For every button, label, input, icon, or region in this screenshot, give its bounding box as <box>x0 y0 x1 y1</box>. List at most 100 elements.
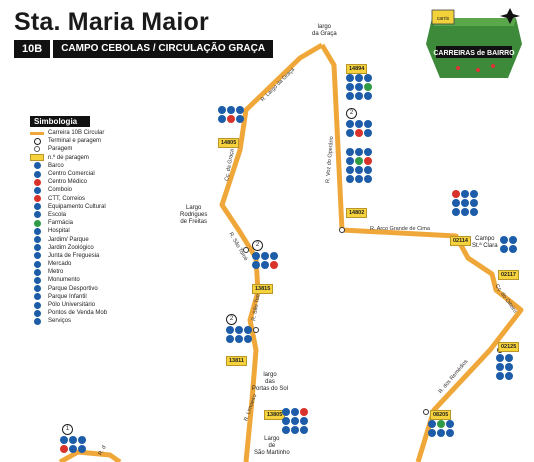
poi-icon <box>270 261 278 269</box>
poi-icon <box>244 326 252 334</box>
poi-icon <box>355 74 363 82</box>
poi-icon <box>78 436 86 444</box>
legend-title: Simbologia <box>30 116 90 127</box>
legend-item: Centro Comercial <box>30 170 170 178</box>
legend-symbol-icon <box>30 236 44 244</box>
legend-item: Centro Médico <box>30 178 170 186</box>
legend-symbol-icon <box>30 203 44 211</box>
legend-item: Pólo Universitário <box>30 301 170 309</box>
legend-symbol-icon <box>30 268 44 276</box>
poi-icon <box>252 261 260 269</box>
legend-symbol-icon <box>30 178 44 186</box>
stop-marker[interactable] <box>253 327 259 333</box>
poi-icon <box>69 445 77 453</box>
legend-symbol-icon <box>30 244 44 252</box>
poi-icon <box>452 208 460 216</box>
legend-label: n.º de paragem <box>48 154 89 161</box>
stop-code[interactable]: 13815 <box>252 284 274 294</box>
stop-code[interactable]: 14805 <box>218 138 240 148</box>
legend-item: Carreira 10B Circular <box>30 129 170 137</box>
poi-icon <box>291 408 299 416</box>
stop-marker[interactable] <box>339 227 345 233</box>
legend-symbol-icon <box>30 309 44 317</box>
stop-code[interactable]: 02117 <box>498 270 519 280</box>
poi-icon <box>364 74 372 82</box>
poi-icon <box>291 417 299 425</box>
stop-code[interactable]: 02125 <box>498 342 520 352</box>
legend-symbol-icon <box>30 195 44 203</box>
legend-symbol-icon <box>30 293 44 301</box>
stop-code[interactable]: 14894 <box>346 64 368 74</box>
legend-item: n.º de paragem <box>30 154 170 162</box>
poi-icon <box>428 420 436 428</box>
poi-icon <box>452 199 460 207</box>
poi-icon <box>346 157 354 165</box>
poi-icon <box>496 354 504 362</box>
legend-label: Metro <box>48 269 64 276</box>
legend-label: Comboio <box>48 187 73 194</box>
route-bar: 10B CAMPO CEBOLAS / CIRCULAÇÃO GRAÇA <box>14 40 274 58</box>
legend-symbol-icon <box>30 301 44 309</box>
poi-icon <box>355 120 363 128</box>
poi-icon <box>496 363 504 371</box>
legend-label: Jardim/ Parque <box>48 236 89 243</box>
legend-symbol-icon <box>30 260 44 268</box>
poi-icon <box>270 252 278 260</box>
poi-icon <box>355 166 363 174</box>
stop-marker[interactable] <box>243 247 249 253</box>
legend-item: Barco <box>30 162 170 170</box>
poi-icon <box>364 157 372 165</box>
poi-icon <box>346 129 354 137</box>
poi-icon <box>346 120 354 128</box>
poi-icons <box>218 106 244 123</box>
poi-icon <box>291 426 299 434</box>
poi-icon <box>437 420 445 428</box>
stop-code[interactable]: 02114 <box>450 236 471 246</box>
stop-code[interactable]: 13811 <box>226 356 247 366</box>
poi-icon <box>500 245 508 253</box>
poi-icon <box>282 426 290 434</box>
poi-icons <box>60 436 86 453</box>
poi-icons <box>252 252 278 269</box>
legend-item: Mercado <box>30 260 170 268</box>
legend-symbol-icon <box>30 211 44 219</box>
legend-symbol-icon <box>30 186 44 194</box>
poi-icon <box>364 166 372 174</box>
stop-code[interactable]: 14802 <box>346 208 368 218</box>
poi-icon <box>60 436 68 444</box>
circle-number: 2 <box>226 314 237 325</box>
stop-marker[interactable] <box>423 409 429 415</box>
poi-icon <box>235 335 243 343</box>
legend-item: Paragem <box>30 145 170 153</box>
stop-code[interactable]: 08205 <box>430 410 452 420</box>
legend-item: Jardim/ Parque <box>30 235 170 244</box>
legend-label: Pólo Universitário <box>48 302 96 309</box>
legend-label: Farmácia <box>48 220 74 227</box>
poi-icon <box>346 148 354 156</box>
legend-label: Parque Desportivo <box>48 285 98 292</box>
circle-number: 2 <box>346 108 357 119</box>
legend-label: Centro Médico <box>48 179 88 186</box>
poi-icon <box>282 408 290 416</box>
poi-icon <box>218 106 226 114</box>
legend-item: Jardim Zoológico <box>30 244 170 252</box>
legend-label: Carreira 10B Circular <box>48 130 105 137</box>
legend-label: Paragem <box>48 146 73 153</box>
poi-icons <box>282 408 308 434</box>
poi-icon <box>364 148 372 156</box>
legend-symbol-icon <box>30 276 44 284</box>
poi-icons <box>226 326 252 343</box>
legend-label: Monumento <box>48 277 80 284</box>
poi-icon <box>252 252 260 260</box>
poi-icon <box>461 199 469 207</box>
poi-icon <box>300 426 308 434</box>
poi-icons <box>428 420 454 437</box>
legend-item: Hospital <box>30 227 170 235</box>
poi-icons <box>500 236 517 253</box>
poi-icon <box>509 236 517 244</box>
